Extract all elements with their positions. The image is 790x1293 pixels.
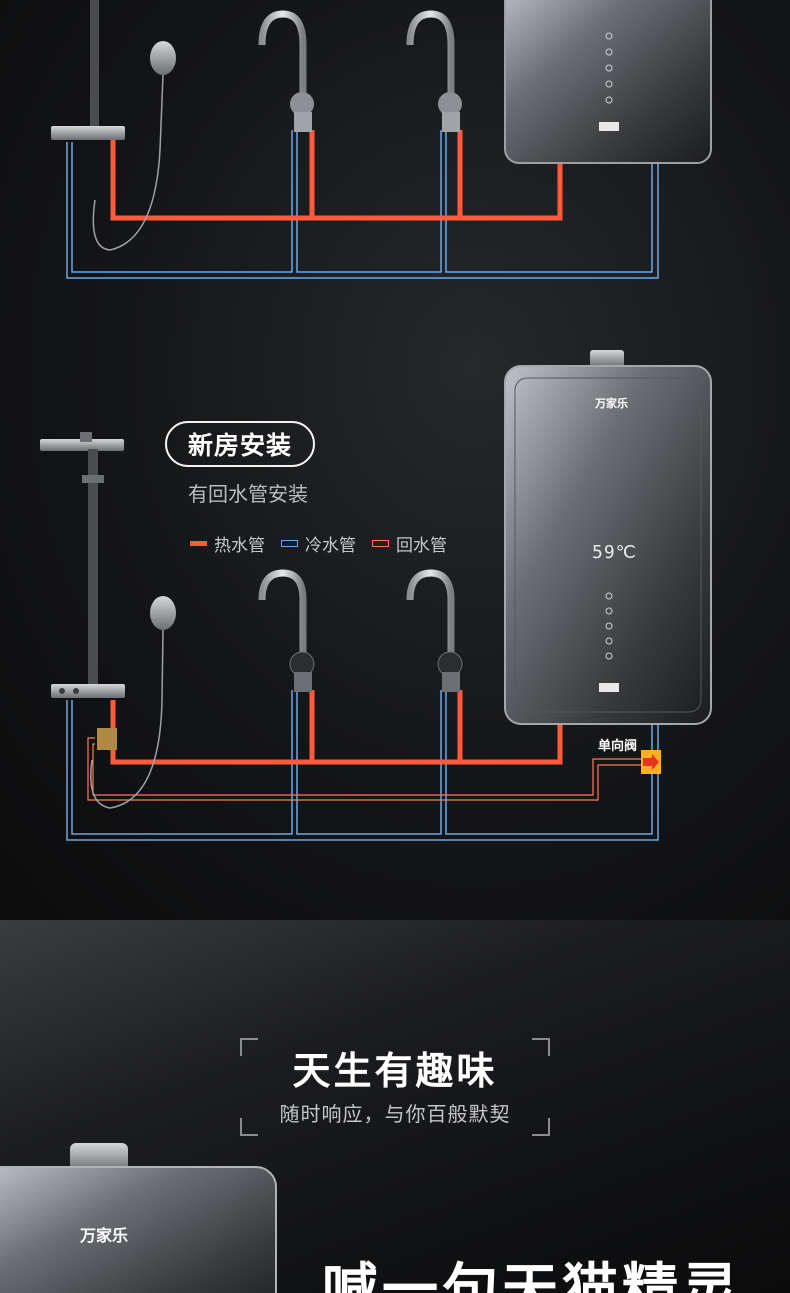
shower-hose	[90, 629, 164, 809]
section-subheading: 随时响应，与你百般默契	[279, 1102, 511, 1126]
upper-water-heater	[504, 0, 712, 164]
upper-cold-pipes	[66, 130, 659, 279]
legend-return-label: 回水管	[396, 535, 447, 556]
upper-shower-valve	[51, 126, 125, 140]
bottom-water-heater	[0, 1143, 277, 1293]
legend-return: 回水管	[372, 531, 447, 556]
bottom-heater-brand-logo: 万家乐	[80, 1226, 129, 1245]
kitchen-faucet-1-icon	[258, 569, 315, 692]
bracket-top-right	[532, 1038, 550, 1056]
hot-water-pipes	[110, 690, 563, 765]
legend-hot-label: 热水管	[214, 535, 265, 556]
upper-hot-pipes	[110, 130, 563, 221]
check-valve-label: 单向阀	[598, 739, 638, 754]
return-pipe-swatch	[372, 539, 389, 547]
cold-pipe-swatch	[281, 539, 298, 547]
legend-cold-label: 冷水管	[305, 535, 356, 556]
mixing-valve	[97, 728, 117, 750]
section-heading: 天生有趣味	[292, 1049, 498, 1093]
new-house-badge: 新房安装	[165, 421, 315, 467]
install-subtitle: 有回水管安装	[188, 482, 308, 506]
return-water-pipes	[87, 737, 645, 801]
upper-hand-shower-icon	[150, 41, 176, 75]
heater-brand-logo: 万家乐	[595, 397, 628, 410]
hot-pipe-swatch	[190, 540, 207, 546]
water-heater	[504, 350, 712, 725]
bracket-bottom-right	[532, 1118, 550, 1136]
kitchen-faucet-2-icon	[406, 569, 463, 692]
bracket-bottom-left	[240, 1118, 258, 1136]
temperature-display: 59℃	[592, 542, 637, 563]
voice-assistant-heading: 喊一句天猫精灵	[322, 1258, 742, 1293]
shower-column	[40, 432, 125, 750]
legend-cold: 冷水管	[281, 531, 356, 556]
upper-shower-pole	[90, 0, 99, 130]
bracket-top-left	[240, 1038, 258, 1056]
legend-hot: 热水管	[190, 531, 265, 556]
pipe-legend: 热水管 冷水管 回水管	[190, 530, 463, 556]
upper-faucet-1-icon	[258, 10, 314, 132]
check-valve	[641, 750, 661, 774]
upper-faucet-2-icon	[406, 10, 462, 132]
upper-shower-hose	[92, 74, 164, 251]
hand-shower-icon	[150, 596, 176, 630]
